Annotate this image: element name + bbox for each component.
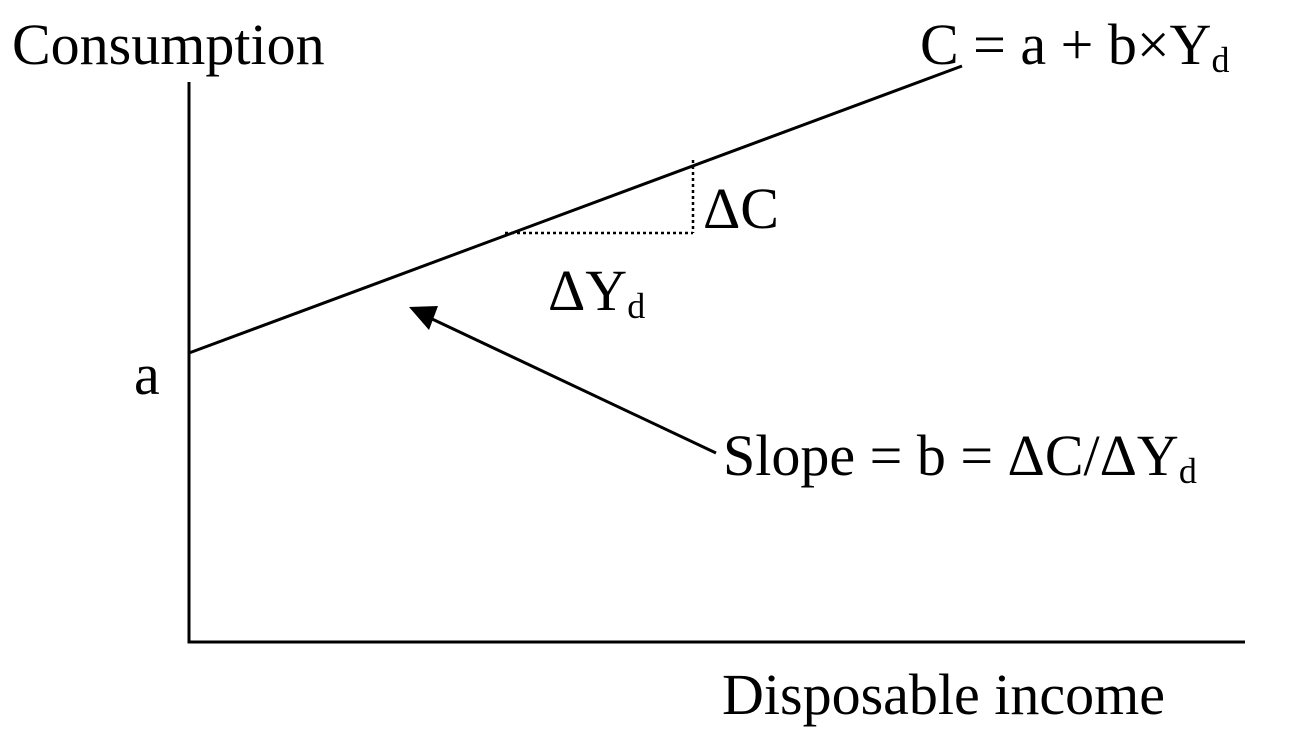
delta-yd-main: ΔY (548, 258, 627, 323)
consumption-line (188, 64, 963, 355)
slope-label: Slope = b = ΔC/ΔYd (723, 423, 1197, 491)
slope-arrowhead (409, 306, 438, 330)
slope-subscript: d (1179, 451, 1197, 491)
delta-yd-label: ΔYd (548, 258, 645, 326)
equation-label: C = a + b×Yd (920, 12, 1229, 80)
equation-subscript: d (1211, 40, 1229, 80)
slope-arrow-shaft (429, 316, 717, 455)
y-axis-label: Consumption (12, 12, 325, 77)
intercept-label: a (134, 342, 160, 407)
x-axis-label: Disposable income (722, 662, 1165, 727)
delta-c-label: ΔC (703, 176, 779, 241)
equation-main: C = a + b×Y (920, 12, 1211, 77)
slope-main: Slope = b = ΔC/ΔY (723, 423, 1179, 488)
delta-yd-subscript: d (627, 286, 645, 326)
